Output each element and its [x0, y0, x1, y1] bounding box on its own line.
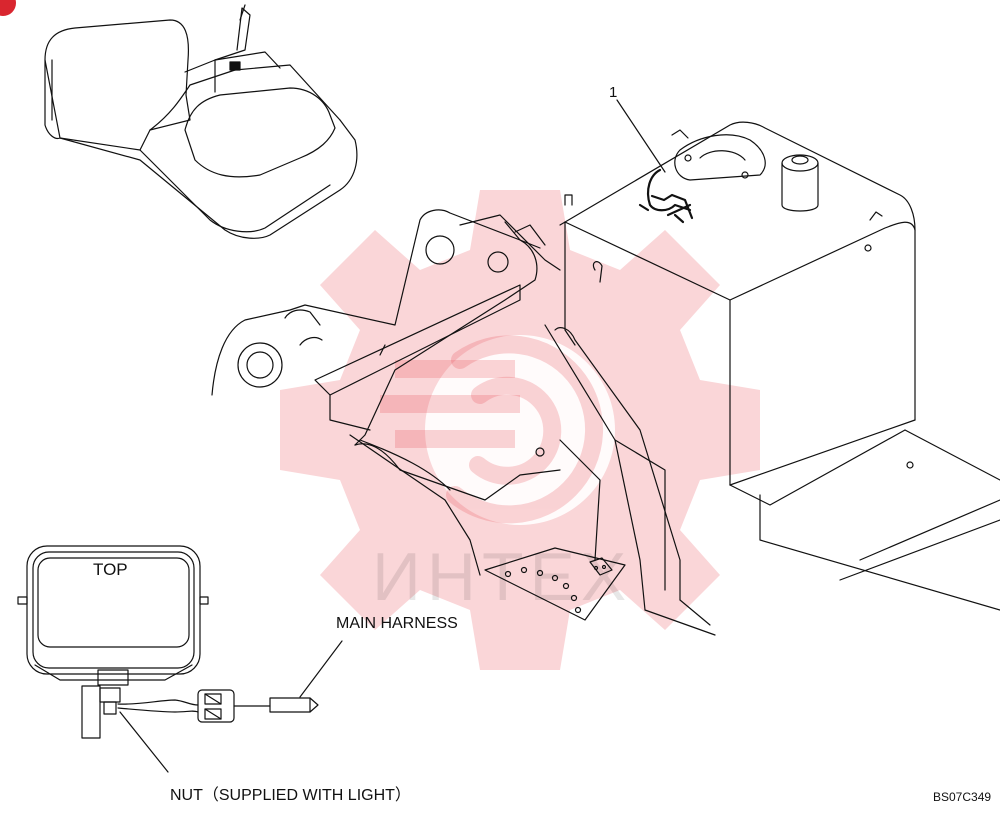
nut-label: NUT（SUPPLIED WITH LIGHT）	[170, 787, 411, 804]
loader-arm	[211, 194, 716, 636]
operator-seat	[44, 4, 358, 239]
light-wiring	[117, 689, 319, 723]
corner-indicator	[0, 0, 16, 16]
gear-inner-icon	[425, 335, 615, 525]
wire-harness	[638, 168, 694, 224]
drawing-code: BS07C349	[933, 790, 992, 804]
harness-leader	[299, 640, 343, 698]
top-label: TOP	[93, 560, 128, 579]
work-light	[17, 545, 209, 739]
callout-leader	[616, 99, 666, 173]
watermark-text: ИНТЕХ	[372, 539, 633, 615]
body-block	[559, 121, 1000, 611]
callout-number: 1	[609, 84, 618, 101]
main-harness-label: MAIN HARNESS	[336, 615, 458, 632]
nut-leader	[119, 711, 169, 773]
step-plate	[484, 547, 626, 621]
